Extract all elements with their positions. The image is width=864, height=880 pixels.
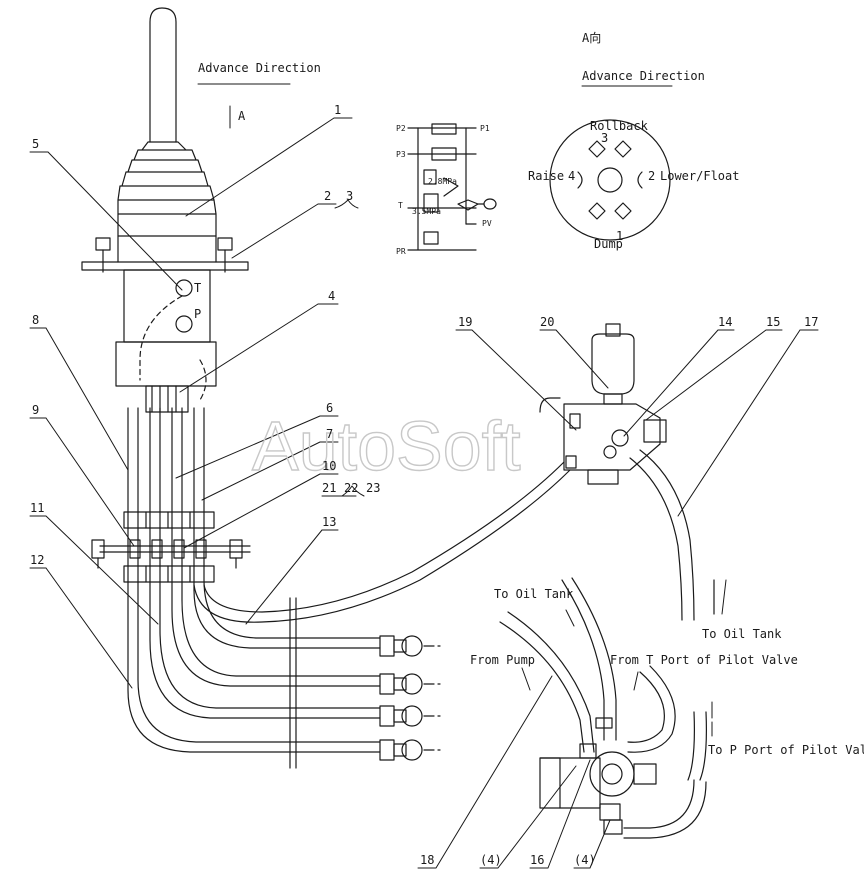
callout-18: 18 [420,853,434,867]
valve-body-round [589,751,635,797]
callout-11: 11 [30,501,44,515]
to-p-port-label: To P Port of Pilot Valve [708,743,864,757]
port-p-circle [175,315,193,333]
callout-4-paren-a: (4) [480,853,502,867]
from-t-port-label: From T Port of Pilot Valve [610,653,798,667]
callout-6: 6 [326,401,333,415]
to-oil-tank-label-1: To Oil Tank [494,587,574,601]
callout-17: 17 [804,315,818,329]
view-a-label: A向 [582,30,601,45]
advance-direction-left: Advance Direction [198,61,321,75]
callout-15: 15 [766,315,780,329]
mounting-flange [81,261,249,271]
port-p-label: P [194,307,201,321]
flange-bolt-right [217,237,233,251]
dump-label: Dump [594,237,623,251]
leader-lines [29,83,819,869]
callout-21: 21 [322,481,336,495]
solenoid-block [539,757,601,809]
schematic-pv: PV [482,219,492,228]
raise-label: Raise [528,169,564,183]
callout-22: 22 [344,481,358,495]
advance-direction-right: Advance Direction [582,69,705,83]
callout-20: 20 [540,315,554,329]
direction-diagram [549,119,671,241]
callout-5: 5 [32,137,39,151]
position-3: 3 [601,131,608,145]
schematic-p1: P1 [480,124,490,133]
text-labels: Advance Direction A A向 Advance Direction… [30,30,864,867]
valve-block [563,403,661,471]
callout-23: 23 [366,481,380,495]
callout-16: 16 [530,853,544,867]
callout-12: 12 [30,553,44,567]
callout-9: 9 [32,403,39,417]
hydraulic-schematic [407,123,497,251]
callout-1: 1 [334,103,341,117]
clamp-bolt-left [91,539,105,559]
port-t-circle [175,279,193,297]
joystick-handle [149,7,177,143]
callout-4-paren-b: (4) [574,853,596,867]
schematic-pr: PR [396,247,406,256]
lower-valve-assembly [499,577,707,839]
position-2: 2 [648,169,655,183]
schematic-t: T [398,201,403,210]
schematic-pressure-1: 2.8MPa [428,177,457,186]
joystick-assembly [81,7,249,413]
from-pump-label: From Pump [470,653,535,667]
callout-10: 10 [322,459,336,473]
hose-17 [639,449,695,621]
direction-circle [549,119,671,241]
hose-end-fittings [289,597,445,769]
vertical-hoses [127,407,571,753]
lower-housing [115,341,217,387]
position-4: 4 [568,169,575,183]
accumulator-valve-block [539,323,667,485]
callout-14: 14 [718,315,732,329]
schematic-p3: P3 [396,150,406,159]
hose-clamp [91,511,251,583]
port-t-label: T [194,281,201,295]
watermark: AutoSoft [252,407,521,485]
section-a-label: A [238,109,246,123]
clamp-bolt-right [229,539,243,559]
flange-bolt-left [95,237,111,251]
callout-3: 3 [346,189,353,203]
lower-float-label: Lower/Float [660,169,739,183]
callout-13: 13 [322,515,336,529]
callout-8: 8 [32,313,39,327]
schematic-p2: P2 [396,124,406,133]
schematic-pressure-2: 3.5MPa [412,207,441,216]
to-oil-tank-label-2: To Oil Tank [702,627,782,641]
rollback-label: Rollback [590,119,649,133]
position-1: 1 [616,229,623,243]
accumulator [591,333,635,395]
callout-2: 2 [324,189,331,203]
accumulator-neck [605,323,621,337]
rubber-boot [117,141,217,237]
callout-19: 19 [458,315,472,329]
callout-7: 7 [326,427,333,441]
callout-4: 4 [328,289,335,303]
